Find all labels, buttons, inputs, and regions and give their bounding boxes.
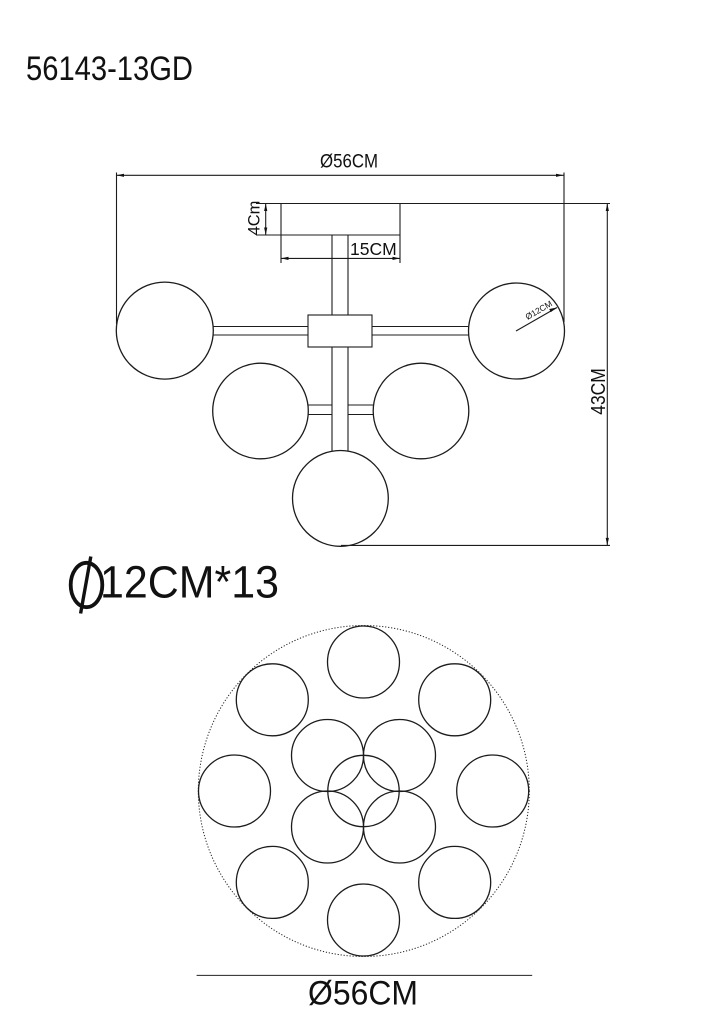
svg-text:56143-13GD: 56143-13GD bbox=[26, 50, 193, 88]
svg-text:43CM: 43CM bbox=[588, 368, 610, 415]
svg-text:Ø56CM: Ø56CM bbox=[308, 975, 418, 1013]
svg-text:12CM*13: 12CM*13 bbox=[100, 557, 279, 608]
svg-text:Ø56CM: Ø56CM bbox=[320, 151, 378, 173]
svg-text:4Cm: 4Cm bbox=[246, 201, 264, 236]
svg-text:15CM: 15CM bbox=[350, 239, 397, 259]
